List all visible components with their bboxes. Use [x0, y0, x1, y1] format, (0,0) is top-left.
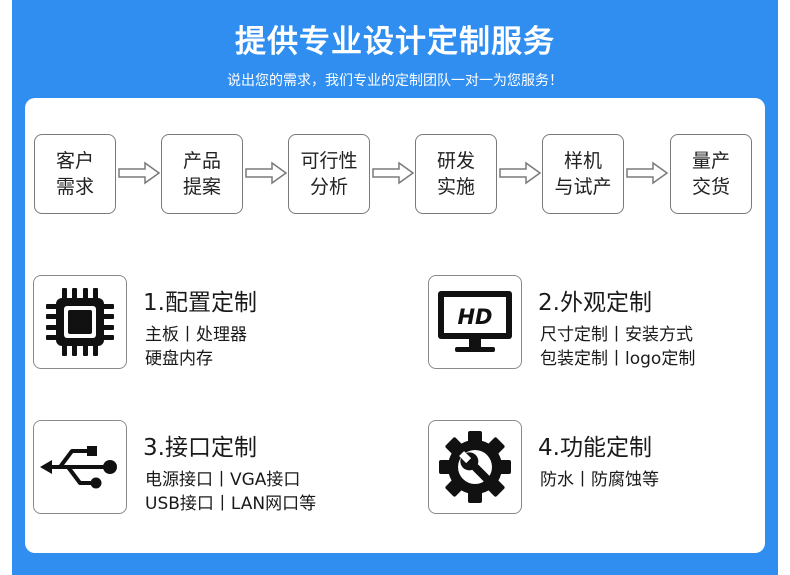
step-label: 实施	[436, 176, 475, 198]
hd-monitor-icon: HD	[438, 291, 512, 352]
content-panel: 客户需求 产品提案 可行性分析 研发实施 样机与试产 量产交货	[25, 98, 765, 553]
arrow-right-icon	[372, 161, 415, 185]
step-label: 分析	[309, 176, 348, 198]
cpu-chip-icon	[46, 288, 114, 356]
step-label: 交货	[691, 176, 730, 198]
hd-label: HD	[457, 305, 492, 329]
feature-detail: 防水丨防腐蚀等	[540, 470, 659, 490]
feature-detail: 主板丨处理器	[145, 325, 247, 345]
step-rnd-implementation: 研发实施	[415, 134, 497, 214]
feature-icon-box: HD	[428, 275, 522, 369]
step-label: 可行性	[300, 150, 358, 172]
feature-title: 2.外观定制	[538, 290, 652, 316]
feature-detail: 电源接口丨VGA接口	[145, 470, 301, 490]
feature-detail: 包装定制丨logo定制	[540, 349, 696, 369]
step-mass-production: 量产交货	[670, 134, 752, 214]
step-prototype-trial: 样机与试产	[542, 134, 624, 214]
right-edge	[778, 0, 790, 575]
arrow-right-icon	[245, 161, 288, 185]
arrow-right-icon	[499, 161, 542, 185]
step-label: 量产	[691, 150, 730, 172]
step-customer-demand: 客户需求	[34, 134, 116, 214]
step-label: 产品	[182, 150, 221, 172]
usb-icon	[40, 446, 117, 489]
gear-wrench-icon	[439, 431, 511, 503]
step-label: 研发	[436, 150, 475, 172]
step-label: 样机	[563, 150, 602, 172]
feature-detail: 硬盘内存	[145, 349, 213, 369]
feature-detail: 尺寸定制丨安装方式	[540, 325, 693, 345]
step-label: 与试产	[554, 176, 612, 198]
feature-detail: USB接口丨LAN网口等	[145, 494, 317, 514]
arrow-right-icon	[626, 161, 669, 185]
feature-title: 4.功能定制	[538, 435, 652, 461]
step-label: 提案	[182, 176, 221, 198]
step-feasibility-analysis: 可行性分析	[288, 134, 370, 214]
step-product-proposal: 产品提案	[161, 134, 243, 214]
feature-icon-box	[428, 420, 522, 514]
left-edge	[0, 0, 12, 575]
page-subtitle: 说出您的需求，我们专业的定制团队一对一为您服务！	[227, 73, 563, 89]
feature-title: 3.接口定制	[143, 435, 257, 461]
feature-icon-box	[33, 275, 127, 369]
feature-icon-box	[33, 420, 127, 514]
step-label: 客户	[55, 150, 94, 172]
feature-title: 1.配置定制	[143, 290, 257, 316]
arrow-right-icon	[118, 161, 161, 185]
step-label: 需求	[55, 176, 94, 198]
page-title: 提供专业设计定制服务	[235, 24, 555, 60]
